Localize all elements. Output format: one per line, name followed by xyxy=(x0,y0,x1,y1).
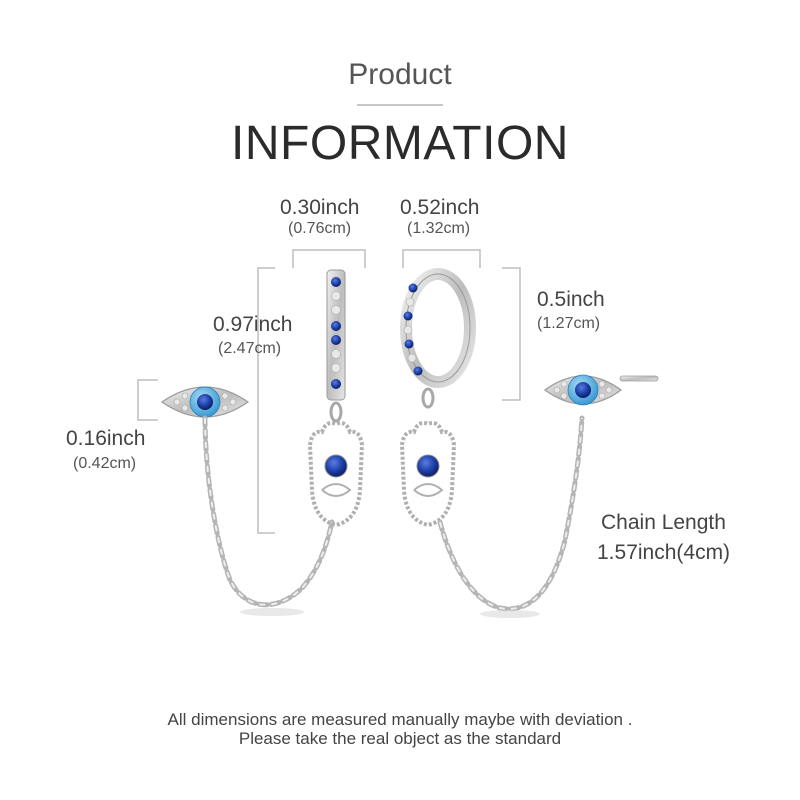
title-information: INFORMATION xyxy=(231,117,569,170)
hoop-width-inch: 0.52inch xyxy=(400,196,480,219)
hoop-width-cm: (1.32cm) xyxy=(407,220,471,237)
left-eye-stud xyxy=(160,386,250,418)
drop-length-inch: 0.97inch xyxy=(213,313,293,336)
chain-length-label: Chain Length xyxy=(601,511,726,534)
right-eye-stud xyxy=(543,374,659,406)
right-hoop xyxy=(399,268,476,528)
bar-width-cm: (0.76cm) xyxy=(288,220,352,237)
hoop-height-cm: (1.27cm) xyxy=(537,315,601,332)
eye-height-cm: (0.42cm) xyxy=(73,455,137,472)
left-chain xyxy=(202,415,335,608)
drop-length-cm: (2.47cm) xyxy=(218,340,282,357)
disclaimer-line-1: All dimensions are measured manually may… xyxy=(167,710,633,729)
chain-length-value: 1.57inch(4cm) xyxy=(597,541,731,564)
hoop-height-inch: 0.5inch xyxy=(537,288,605,311)
measure-lines xyxy=(137,249,521,534)
disclaimer-line-2: Please take the real object as the stand… xyxy=(238,729,562,748)
right-chain xyxy=(437,415,585,612)
eye-height-inch: 0.16inch xyxy=(66,427,146,450)
left-bar-drop xyxy=(307,269,365,528)
title-divider xyxy=(357,104,443,106)
title-product: Product xyxy=(348,58,452,91)
bar-width-inch: 0.30inch xyxy=(280,196,360,219)
